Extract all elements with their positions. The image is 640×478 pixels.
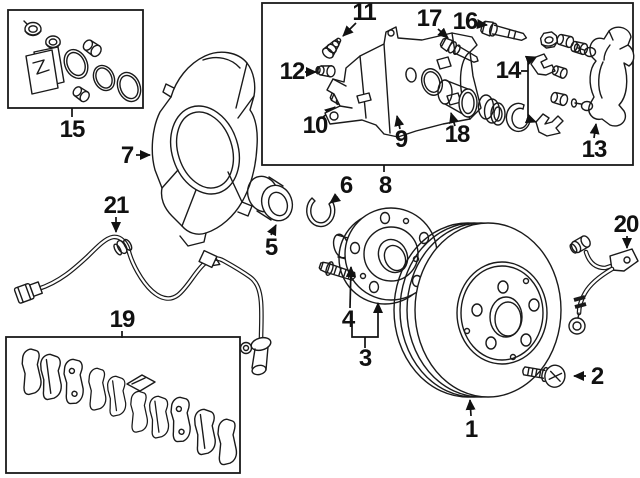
callout-11[interactable]: 11	[352, 0, 377, 26]
bleeder-screw-drawing	[321, 37, 342, 59]
callout-10[interactable]: 10	[303, 112, 329, 139]
callout-20[interactable]: 20	[614, 211, 640, 238]
caliper-assembly-group: 11 12 10 9	[261, 0, 635, 172]
callout-18[interactable]: 18	[445, 121, 471, 148]
seal-kit-group: 15	[7, 9, 144, 143]
callout-7[interactable]: 7	[121, 142, 135, 169]
hose-fitting-drawing	[569, 235, 591, 254]
piston-seal-drawing	[420, 68, 444, 96]
rotor-lug-holes	[463, 277, 540, 361]
snap-ring-group: 6	[306, 172, 354, 228]
callout-5[interactable]: 5	[265, 234, 279, 261]
callout-8[interactable]: 8	[379, 172, 393, 199]
callout-21[interactable]: 21	[104, 192, 130, 219]
callout-11-leader	[342, 22, 357, 37]
hub-assembly-group: 4 3	[318, 207, 438, 372]
callout-18-leader	[449, 112, 459, 127]
rotor-face-drawing	[414, 222, 562, 398]
callout-13[interactable]: 13	[582, 136, 608, 163]
slide-pin-bolt-drawing	[480, 20, 528, 41]
caliper-piston-drawing	[437, 79, 478, 118]
retaining-screw-group: 2	[522, 363, 605, 390]
callout-6[interactable]: 6	[340, 172, 354, 199]
callout-13-leader	[589, 123, 600, 139]
seal-packet-drawing	[25, 46, 65, 95]
wheel-bearing-group: 5	[246, 175, 294, 261]
bleeder-cap-drawing	[82, 39, 102, 58]
brake-pad-set-group: 19	[5, 306, 241, 474]
lock-nut-drawing	[539, 31, 559, 49]
cap-nut-drawing	[45, 35, 61, 49]
splash-guard-drawing	[151, 51, 258, 235]
brake-rotor-group: 1	[393, 222, 562, 443]
callout-14-bracket	[521, 58, 529, 121]
callout-14[interactable]: 14	[496, 57, 523, 84]
splash-guard-group: 7	[121, 51, 258, 247]
slide-pin-drawing	[439, 37, 479, 63]
callout-17[interactable]: 17	[417, 5, 443, 32]
callout-5-leader	[267, 224, 277, 237]
harness-grommet-drawing	[113, 238, 133, 256]
piston-boot-drawing	[116, 71, 142, 103]
bleeder-cap-drawing	[72, 86, 90, 103]
pad-set-box	[5, 336, 241, 474]
seal-kit-box	[7, 9, 144, 109]
callout-4-leader	[345, 266, 356, 309]
abs-sensor-tip-drawing	[239, 336, 272, 376]
callout-1[interactable]: 1	[465, 416, 479, 443]
bleeder-cap-drawing	[315, 65, 336, 78]
harness-clip-drawing	[198, 249, 221, 269]
callout-15[interactable]: 15	[60, 116, 86, 143]
boot-ring-drawing	[505, 102, 531, 133]
o-ring-drawing	[92, 64, 116, 92]
callout-1-leader	[465, 399, 476, 417]
callout-9[interactable]: 9	[395, 126, 409, 153]
abs-sensor-harness-group: 21	[13, 192, 272, 376]
callout-2[interactable]: 2	[591, 363, 605, 390]
pad-retainer-clip-drawing	[530, 53, 568, 79]
pin-bushing-drawing	[550, 91, 569, 107]
callout-16-leader	[476, 19, 488, 29]
callout-3-leader	[351, 302, 383, 338]
piston-boot-drawing	[477, 94, 506, 126]
callout-14-leader-bottom	[524, 113, 537, 124]
harness-connector-drawing	[13, 281, 43, 304]
caliper-group-box	[261, 2, 634, 166]
cap-nut-drawing	[23, 20, 42, 37]
hub-lug-holes	[349, 211, 430, 294]
callout-3[interactable]: 3	[359, 345, 373, 372]
brake-pad-drawing	[19, 347, 239, 466]
callout-19[interactable]: 19	[110, 306, 136, 333]
hose-banjo-end	[568, 317, 586, 335]
callout-16[interactable]: 16	[453, 8, 479, 35]
callout-14-leader-top	[524, 55, 537, 66]
callout-6-leader	[329, 193, 341, 204]
pad-retainer-clip-drawing	[535, 113, 564, 137]
brake-hose-group: 20	[568, 211, 640, 335]
callout-17-leader	[437, 27, 449, 39]
callout-9-leader	[394, 115, 405, 130]
caliper-bracket-drawing	[570, 26, 635, 127]
callout-12[interactable]: 12	[280, 58, 306, 85]
callout-4[interactable]: 4	[342, 306, 357, 333]
